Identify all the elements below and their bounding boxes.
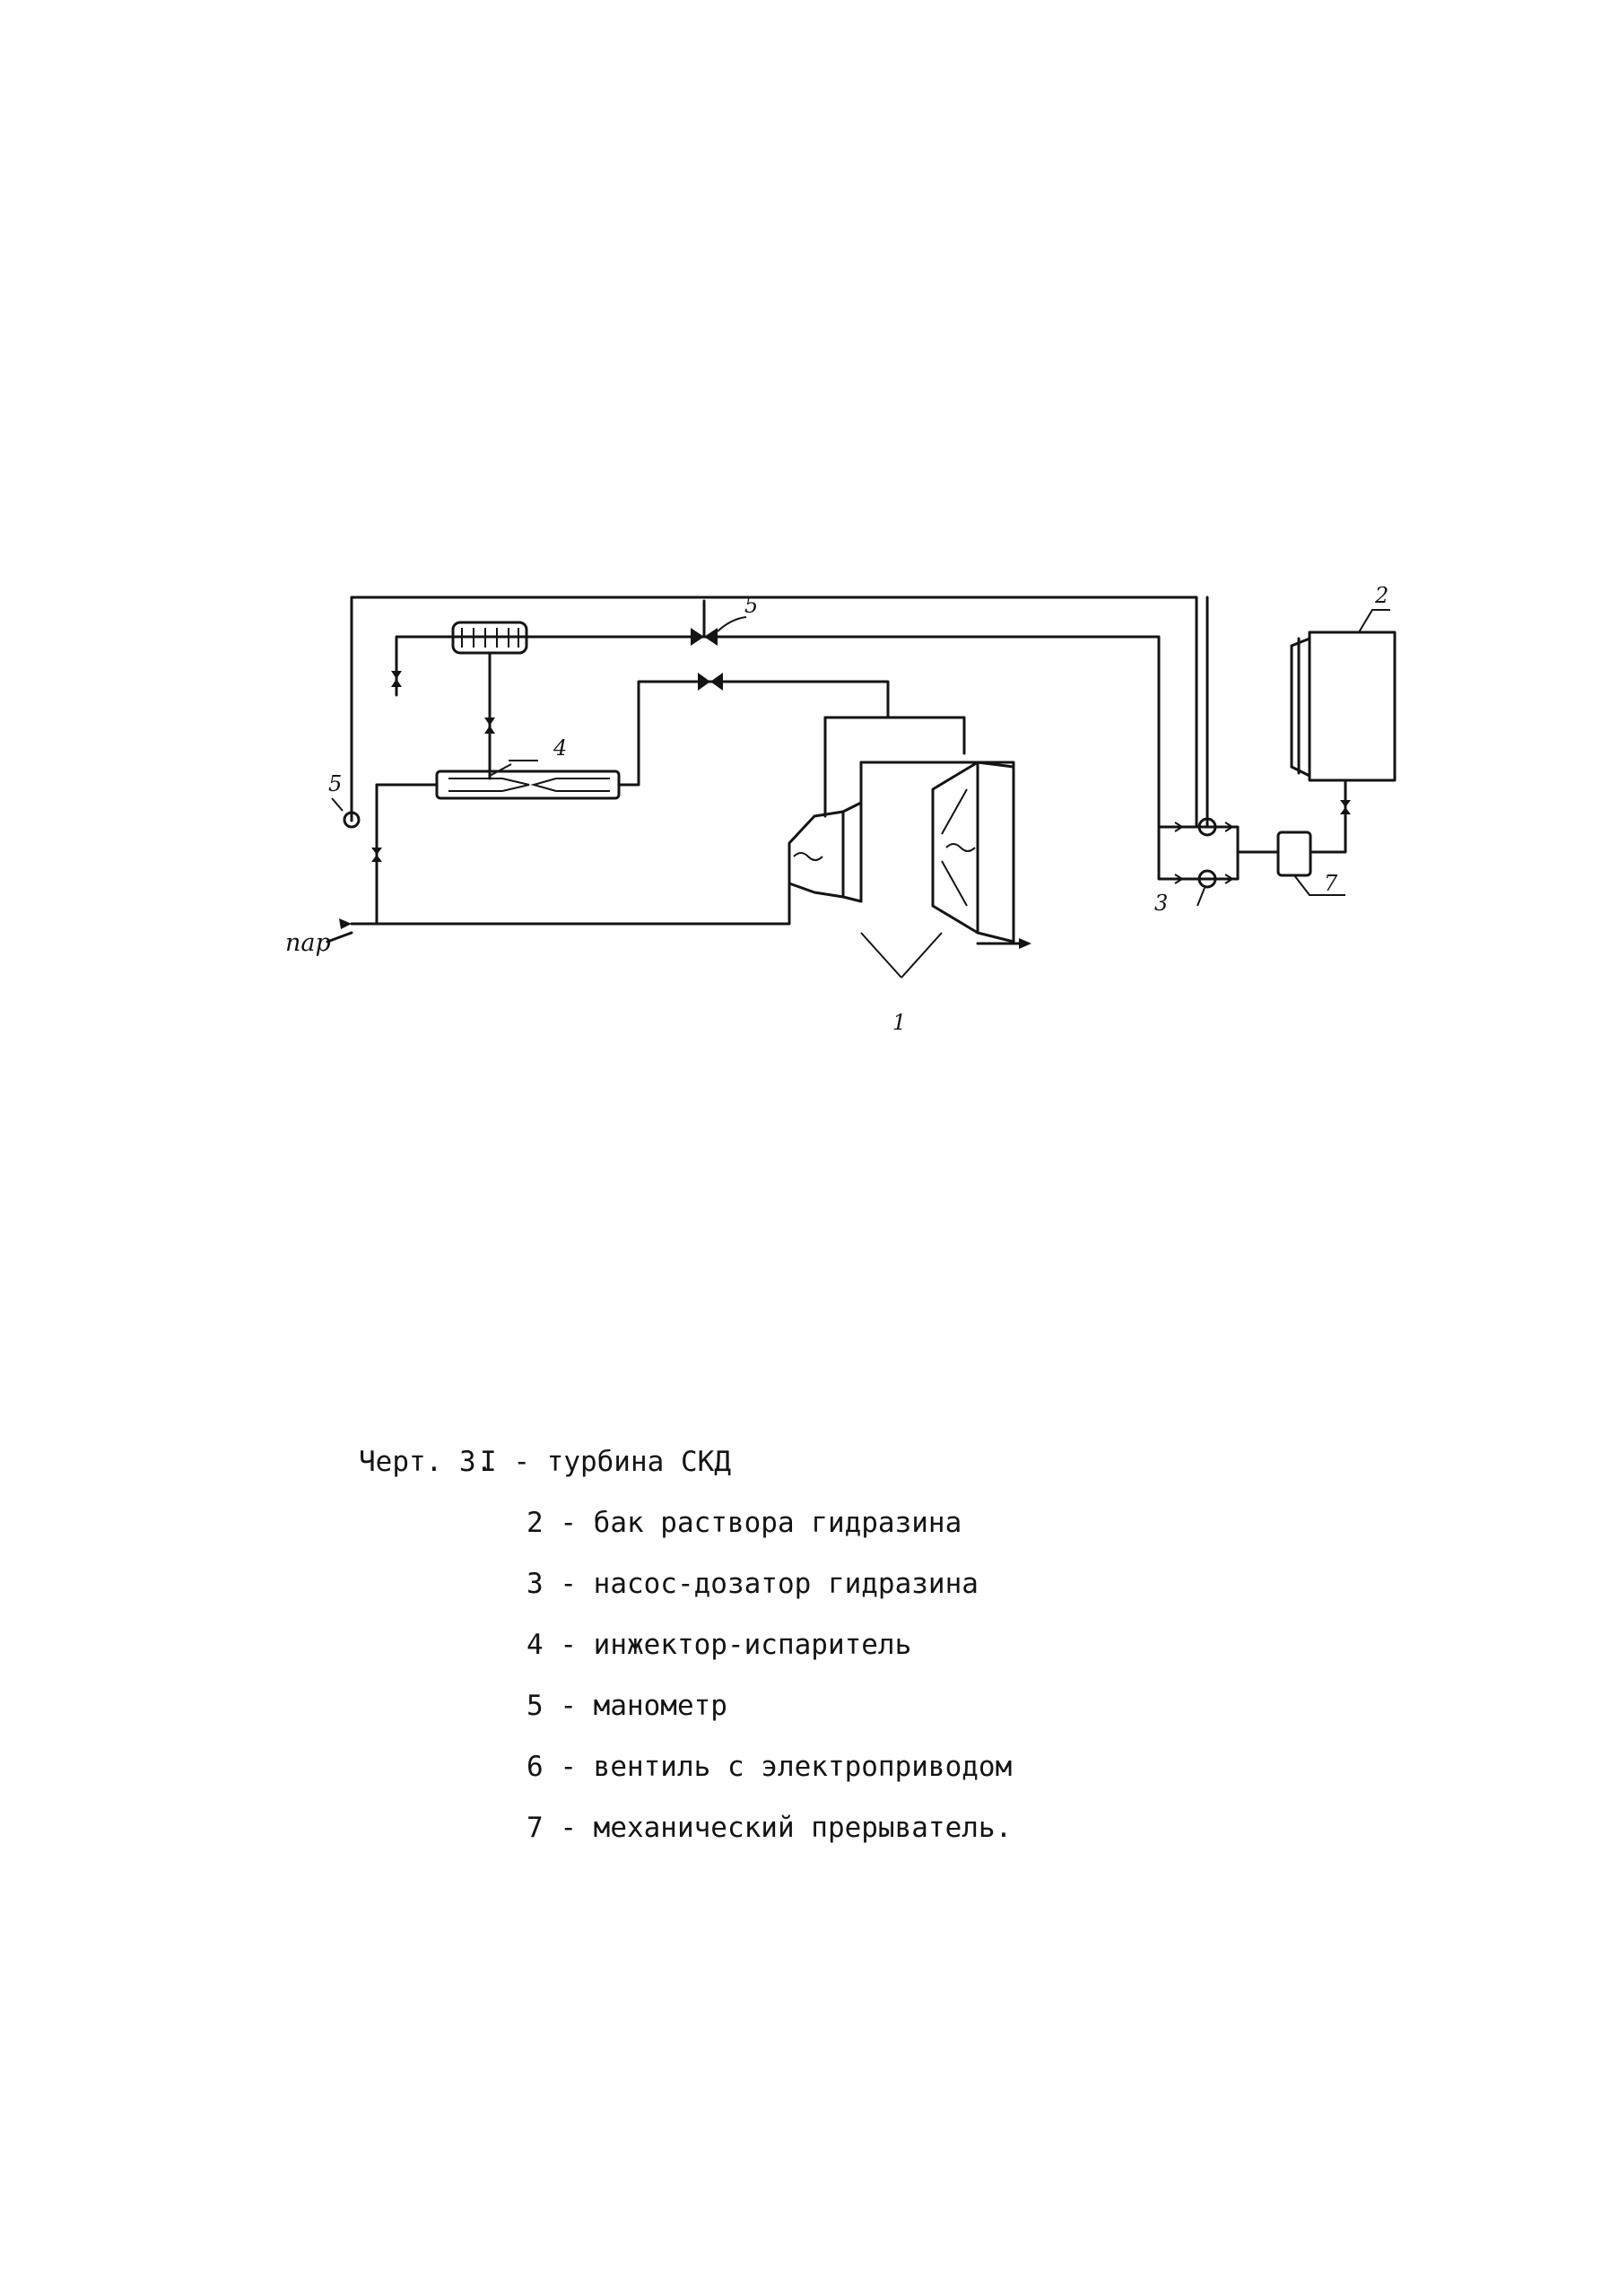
mechanical-interrupter (1276, 778, 1351, 896)
caption-item-2: 2 - бак раствора гидразина (527, 1507, 962, 1539)
injector-evaporator (435, 760, 621, 800)
callout-tank: 2 (1374, 583, 1388, 608)
caption-item-4: 4 - инжектор-испаритель (527, 1629, 912, 1661)
caption-item-6: 6 - вентиль с электроприводом (527, 1751, 1013, 1783)
callout-pump: 3 (1154, 891, 1168, 916)
solution-valve (691, 616, 747, 646)
caption-item-1: I - турбина СКД (480, 1446, 731, 1478)
callout-valve: 5 (744, 593, 758, 618)
callout-injector: 4 (553, 735, 567, 761)
header-drain (391, 662, 402, 697)
callout-manometer: 5 (328, 771, 342, 796)
steam-main-line (350, 882, 791, 926)
callout-interrupter: 7 (1324, 871, 1338, 896)
caption-item-3: 3 - насос-дозатор гидразина (527, 1568, 979, 1600)
injector-outlet-line (617, 680, 890, 787)
hydrazine-dosing-scheme: 1 2 3 4 5 5 7 пар (285, 583, 1397, 1035)
caption-prefix: Черт. 3. (359, 1446, 493, 1478)
turbine (788, 716, 1031, 949)
manometer (331, 797, 361, 829)
outlet-valve (698, 673, 723, 691)
dosing-pump (1157, 817, 1280, 907)
steam-branch (375, 783, 439, 926)
caption-item-7: 7 - механический прерыватель. (527, 1812, 1013, 1844)
steam-label: пар (285, 929, 331, 957)
hydrazine-tank (1290, 609, 1397, 782)
return-line (350, 596, 1198, 829)
caption-item-5: 5 - манометр (527, 1690, 727, 1722)
callout-turbine: 1 (892, 1010, 906, 1035)
